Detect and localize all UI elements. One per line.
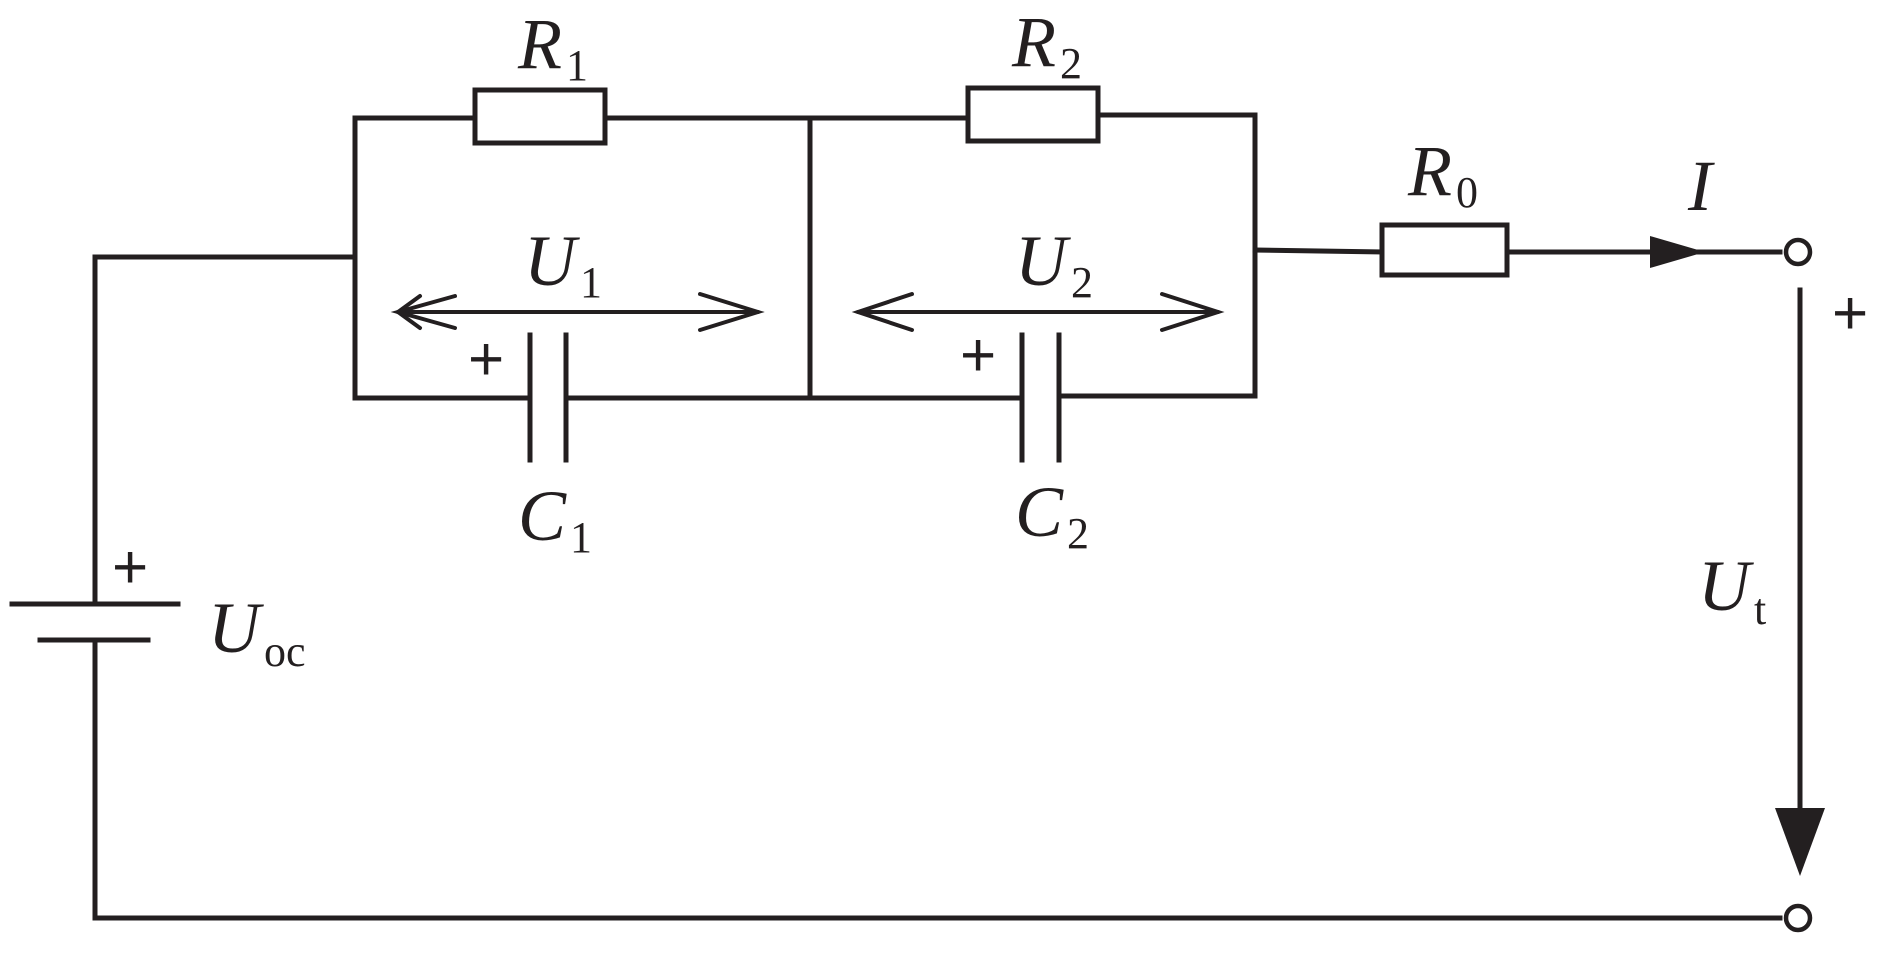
current-arrow-head bbox=[1650, 236, 1705, 268]
capacitor-c2 bbox=[1019, 332, 1062, 463]
output-terminal-top bbox=[1783, 237, 1813, 267]
bottom-return-wire bbox=[92, 637, 1783, 921]
label-uoc: Uoc bbox=[208, 588, 306, 676]
label-c1: C1 bbox=[518, 476, 592, 562]
resistor-r1 bbox=[472, 87, 608, 146]
c2-plus-sign: + bbox=[960, 321, 996, 390]
u1-double-arrow bbox=[390, 292, 765, 332]
label-current-i: I bbox=[1687, 146, 1715, 226]
c1-plus-sign: + bbox=[468, 325, 504, 394]
resistor-r0 bbox=[1379, 222, 1510, 278]
label-c2: C2 bbox=[1015, 472, 1089, 558]
label-r1: R1 bbox=[517, 4, 588, 90]
battery-top-wire bbox=[92, 254, 358, 607]
output-terminal-bottom bbox=[1783, 903, 1813, 933]
rc2-right-wire bbox=[1056, 112, 1258, 399]
r0-left-wire bbox=[1252, 247, 1385, 255]
battery-plus-sign: + bbox=[112, 533, 148, 602]
label-u2: U2 bbox=[1015, 221, 1093, 307]
label-ut: Ut bbox=[1698, 546, 1766, 634]
label-r0: R0 bbox=[1407, 131, 1478, 217]
wires bbox=[92, 112, 1803, 921]
label-r2: R2 bbox=[1011, 2, 1082, 88]
battery-uoc bbox=[9, 601, 181, 643]
capacitor-c1 bbox=[527, 332, 569, 463]
ut-arrow-head bbox=[1775, 808, 1825, 876]
resistor-r2 bbox=[965, 85, 1101, 144]
label-u1: U1 bbox=[524, 221, 602, 307]
u2-double-arrow bbox=[851, 292, 1225, 332]
output-plus-sign: + bbox=[1832, 279, 1868, 348]
